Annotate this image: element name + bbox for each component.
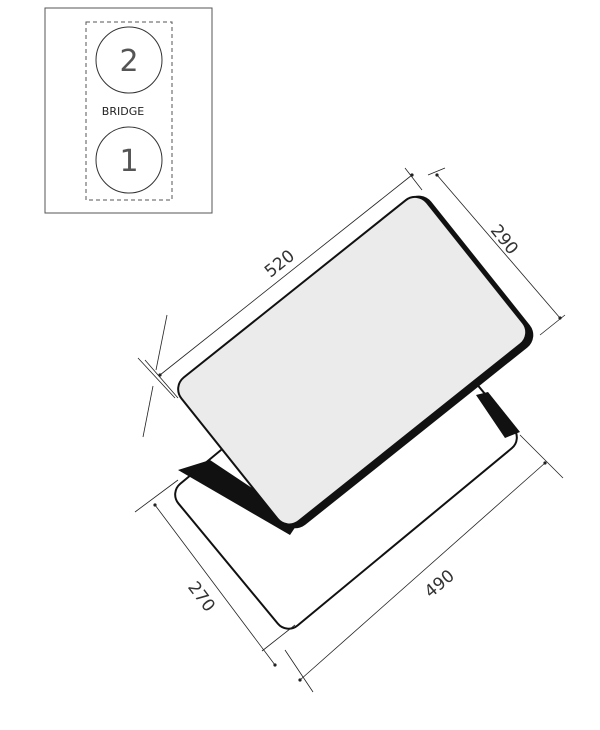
dimension-cutout-width: 270 bbox=[183, 578, 219, 616]
dimension-arrows bbox=[153, 173, 562, 682]
zone-inset: 2 1 BRIDGE bbox=[44, 7, 213, 214]
bridge-label: BRIDGE bbox=[102, 105, 144, 118]
dimension-lines bbox=[134, 167, 566, 693]
body-side-left bbox=[178, 460, 300, 535]
bridge-outline bbox=[85, 21, 173, 201]
body-side-right bbox=[476, 392, 520, 438]
zone-1-circle bbox=[95, 126, 163, 194]
zone-1-label: 1 bbox=[119, 144, 138, 179]
glass-top-panel bbox=[177, 195, 534, 529]
zone-2-label: 2 bbox=[119, 44, 138, 79]
dimension-top-width: 290 bbox=[486, 221, 522, 259]
inset-frame bbox=[44, 7, 213, 214]
dimension-top-length: 520 bbox=[261, 246, 299, 282]
zone-2-circle bbox=[95, 26, 163, 94]
dimension-cutout-length: 490 bbox=[421, 566, 459, 602]
